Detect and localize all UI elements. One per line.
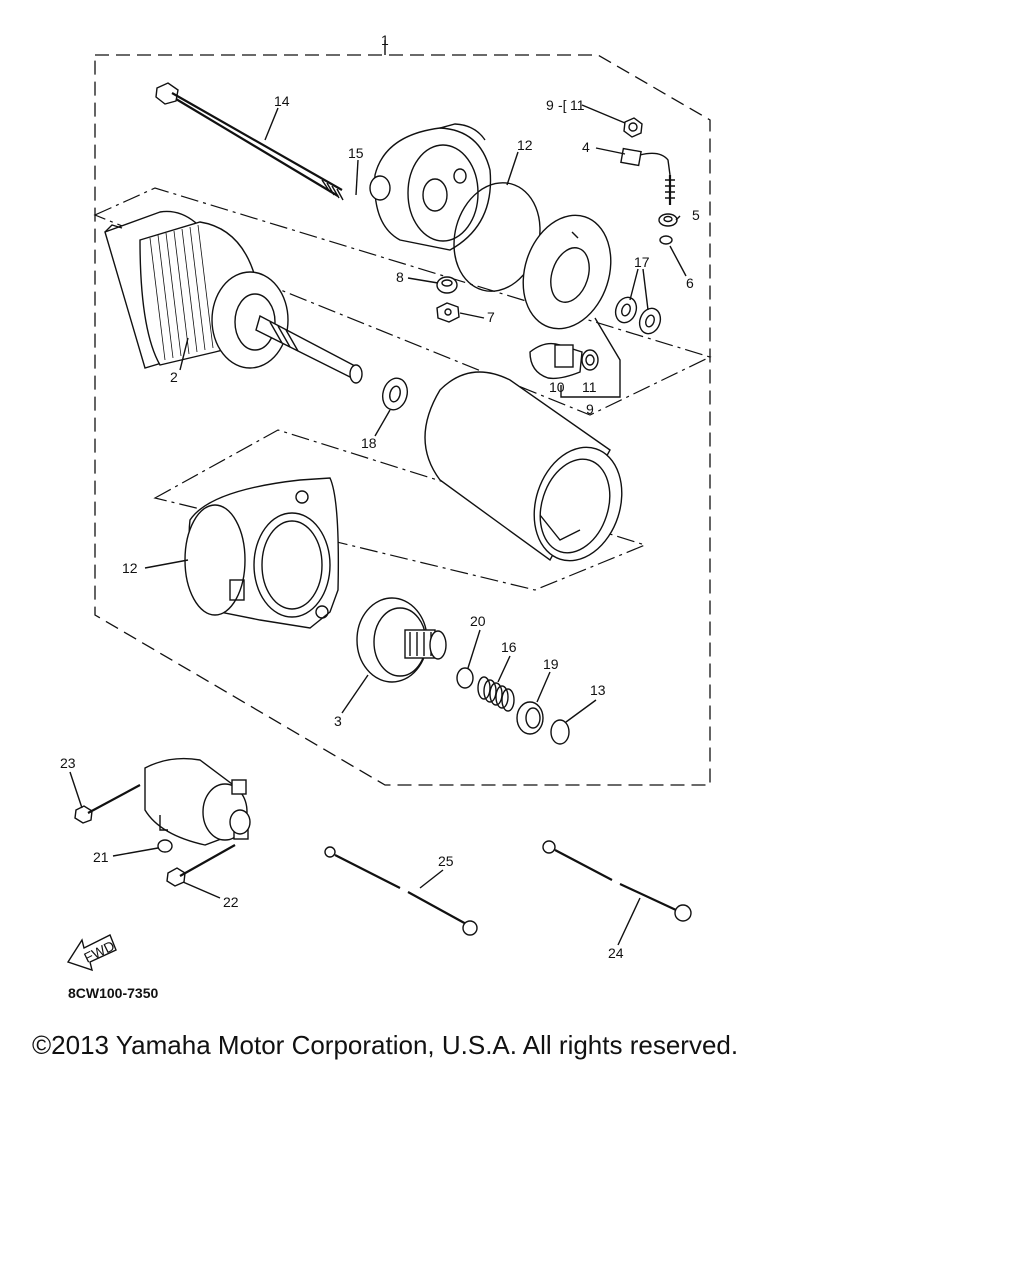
starter-assembly — [144, 757, 251, 846]
label-16: 16 — [501, 639, 517, 655]
label-1: 1 — [381, 32, 389, 48]
spring-16 — [477, 676, 515, 712]
bolt-23 — [74, 784, 141, 824]
copyright-notice: ©2013 Yamaha Motor Corporation, U.S.A. A… — [32, 1030, 739, 1060]
reference-plane-upper — [93, 187, 712, 416]
washer-18 — [381, 377, 409, 411]
label-17: 17 — [634, 254, 650, 270]
fwd-label: FWD — [81, 937, 117, 965]
cable-25 — [324, 846, 478, 936]
label-19: 19 — [543, 656, 559, 672]
bracket-9-11: -[ — [558, 97, 567, 113]
reference-plane-lower — [153, 429, 647, 591]
nut-21 — [157, 839, 173, 853]
label-21: 21 — [93, 849, 109, 865]
label-20: 20 — [470, 613, 486, 629]
leader-lines — [69, 104, 687, 946]
label-3: 3 — [334, 713, 342, 729]
label-14: 14 — [274, 93, 290, 109]
cable-24 — [542, 840, 692, 922]
part-code: 8CW100-7350 — [68, 985, 158, 1000]
brush-holder-set — [529, 317, 621, 398]
o-ring-6 — [659, 235, 673, 245]
label-18: 18 — [361, 435, 377, 451]
label-22: 22 — [223, 894, 239, 910]
front-cover — [184, 477, 340, 629]
label-8: 8 — [396, 269, 404, 285]
label-11: 11 — [582, 379, 597, 395]
collar-19 — [516, 701, 544, 735]
rear-cover — [369, 123, 492, 251]
label-9: 9 — [586, 401, 594, 417]
assembly-boundary — [94, 54, 711, 786]
label-4: 4 — [582, 139, 590, 155]
label-9-top: 9 — [546, 97, 554, 113]
nut-top — [623, 117, 643, 138]
label-12-left: 12 — [122, 560, 138, 576]
label-25: 25 — [438, 853, 454, 869]
bolt-22 — [166, 844, 236, 887]
washer-17 — [614, 296, 662, 335]
label-12-top: 12 — [517, 137, 533, 153]
lead-wire — [620, 147, 675, 205]
through-bolt — [155, 82, 344, 201]
circlip-13 — [550, 719, 570, 745]
circlip-20 — [456, 667, 474, 689]
nut-7 — [436, 302, 460, 323]
label-7: 7 — [487, 309, 495, 325]
armature — [104, 210, 363, 384]
brush-plate — [522, 214, 612, 330]
starter-motor-exploded-diagram: FWD 1 14 15 12 9 -[ 11 4 — [60, 32, 712, 1000]
part-labels: 1 14 15 12 9 -[ 11 4 5 6 17 8 7 2 10 11 … — [60, 32, 700, 1000]
yoke — [424, 371, 623, 562]
nut-8 — [436, 276, 458, 294]
label-11-top: 11 — [570, 97, 585, 113]
label-24: 24 — [608, 945, 624, 961]
label-15: 15 — [348, 145, 364, 161]
label-10: 10 — [549, 379, 565, 395]
label-5: 5 — [692, 207, 700, 223]
fwd-arrow-icon: FWD — [66, 934, 117, 972]
label-2: 2 — [170, 369, 178, 385]
starter-clutch — [356, 597, 447, 683]
label-13: 13 — [590, 682, 606, 698]
nut-5 — [658, 213, 678, 227]
label-23: 23 — [60, 755, 76, 771]
label-6: 6 — [686, 275, 694, 291]
